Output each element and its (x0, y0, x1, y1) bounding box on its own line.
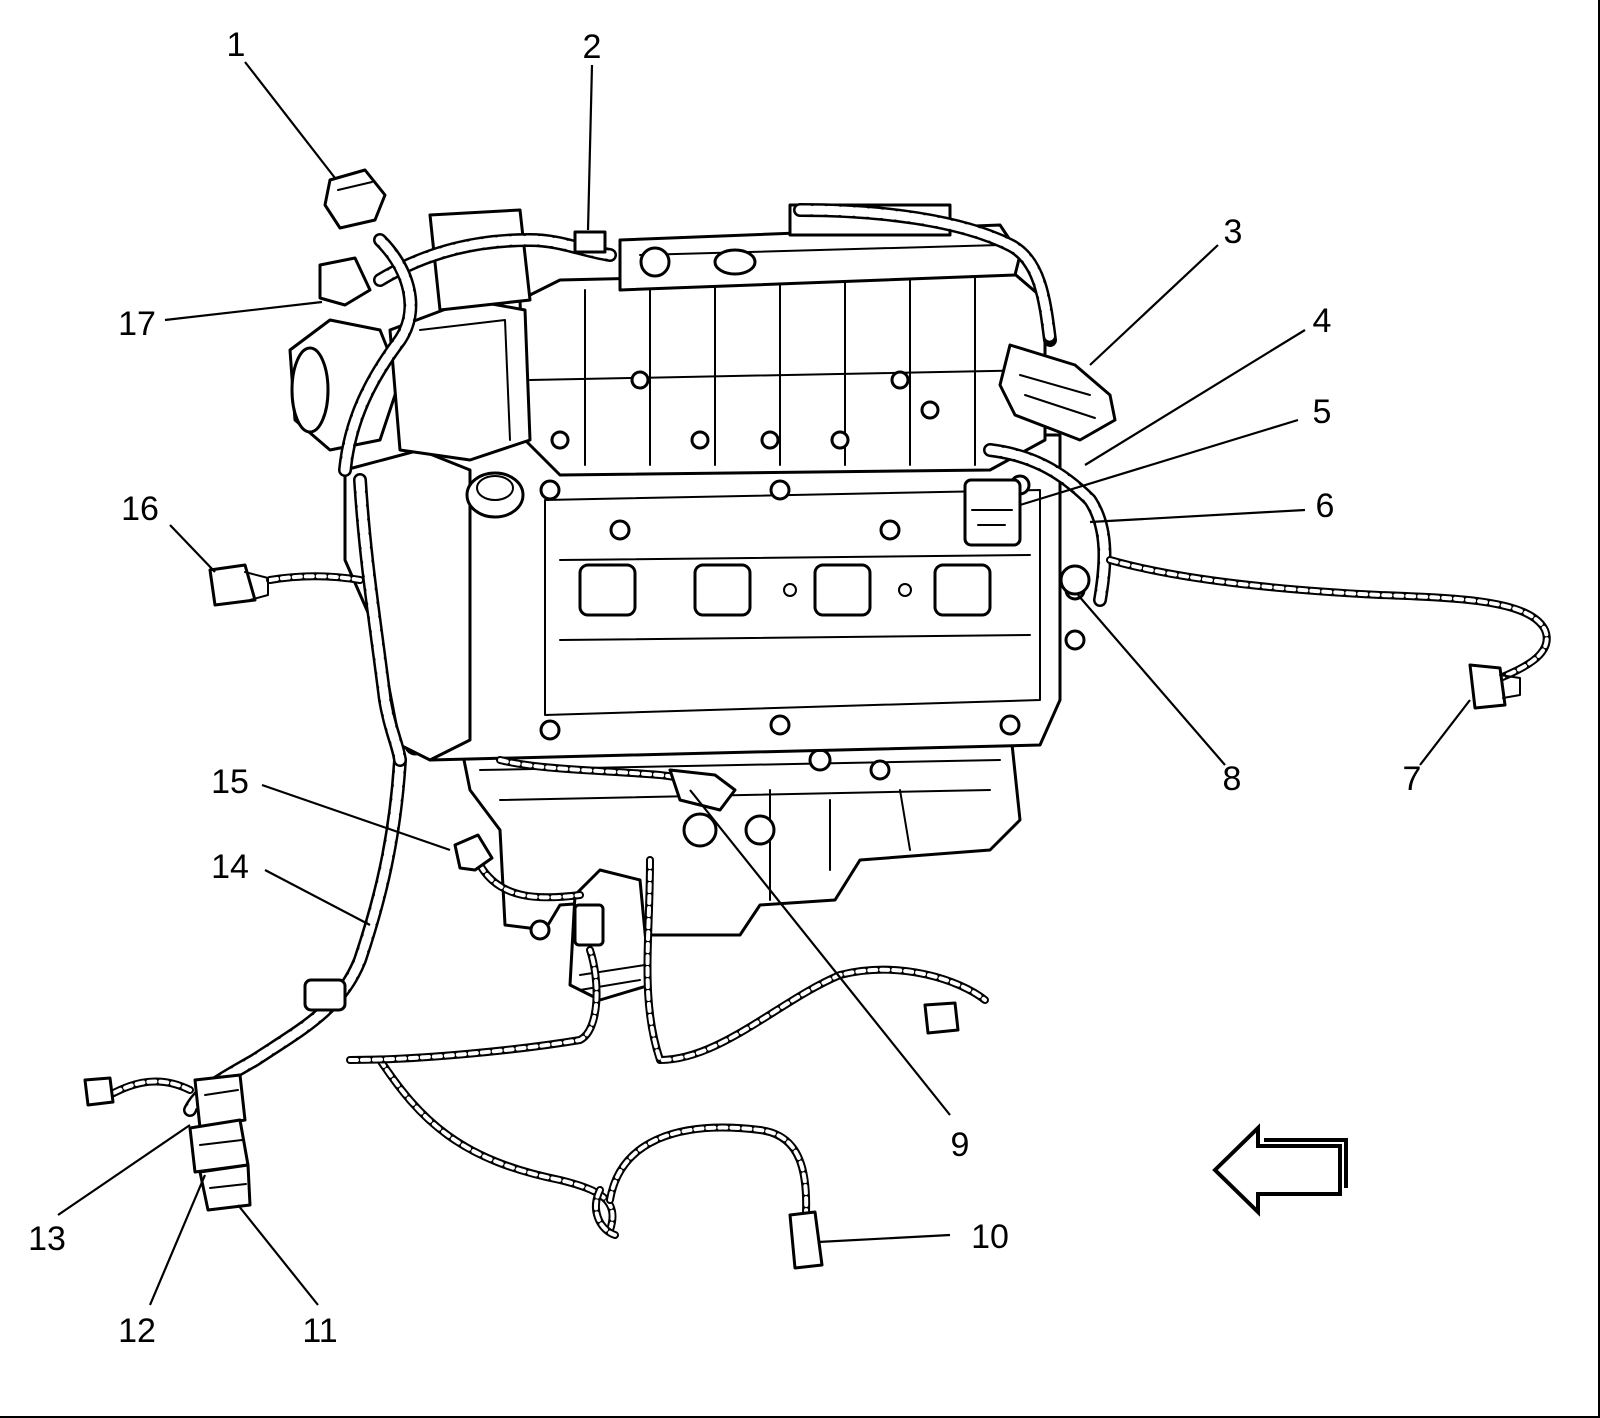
callout-16: 16 (121, 490, 159, 528)
connector-10 (788, 1210, 824, 1270)
sensor-9 (668, 768, 737, 812)
callout-labels: 1 2 3 4 5 6 7 8 9 10 11 12 13 14 15 16 1… (28, 26, 1421, 1350)
connector-3 (998, 343, 1117, 442)
callout-14: 14 (211, 848, 249, 886)
callout-15: 15 (211, 763, 249, 801)
leader-8 (1077, 594, 1226, 766)
callout-2: 2 (583, 28, 602, 66)
connector-2 (573, 230, 607, 254)
leader-11 (237, 1204, 319, 1306)
callout-10: 10 (971, 1218, 1009, 1256)
left-arrow-icon (1212, 1123, 1348, 1217)
sensor-8 (1059, 564, 1091, 596)
connector-12 (188, 1118, 250, 1174)
callout-13: 13 (28, 1220, 66, 1258)
leader-17 (164, 300, 323, 322)
callout-5: 5 (1313, 393, 1332, 431)
leader-15 (261, 783, 451, 852)
callout-7: 7 (1403, 760, 1422, 798)
leader-12 (148, 1174, 207, 1306)
connector-5 (963, 478, 1022, 547)
connector-1 (323, 168, 387, 230)
leader-6 (1089, 508, 1306, 524)
leader-1 (244, 61, 336, 179)
callout-11: 11 (302, 1312, 337, 1350)
callout-4: 4 (1313, 302, 1332, 340)
connector-13 (193, 1073, 247, 1130)
leader-7 (1419, 699, 1471, 766)
connector-15 (453, 833, 494, 872)
leader-16 (169, 524, 216, 573)
leader-4 (1084, 329, 1306, 466)
leader-5 (1019, 418, 1299, 507)
connector-17 (318, 256, 372, 307)
callout-17: 17 (118, 305, 156, 343)
connectors (83, 168, 1521, 1270)
leader-9 (689, 789, 951, 1116)
leader-2 (586, 64, 594, 231)
callout-9: 9 (951, 1126, 970, 1164)
connector-11 (198, 1163, 252, 1212)
leader-lines (57, 61, 1471, 1306)
connector-16 (208, 563, 257, 607)
callout-12: 12 (118, 1312, 156, 1350)
leader-10 (817, 1233, 951, 1244)
callout-8: 8 (1223, 760, 1242, 798)
engine-block (288, 203, 1086, 1002)
callout-6: 6 (1316, 487, 1335, 525)
callout-1: 1 (227, 26, 246, 64)
connector-7 (1468, 663, 1507, 710)
leader-13 (57, 1124, 191, 1216)
leader-3 (1089, 244, 1219, 366)
leader-14 (264, 869, 371, 926)
callout-3: 3 (1224, 213, 1243, 251)
